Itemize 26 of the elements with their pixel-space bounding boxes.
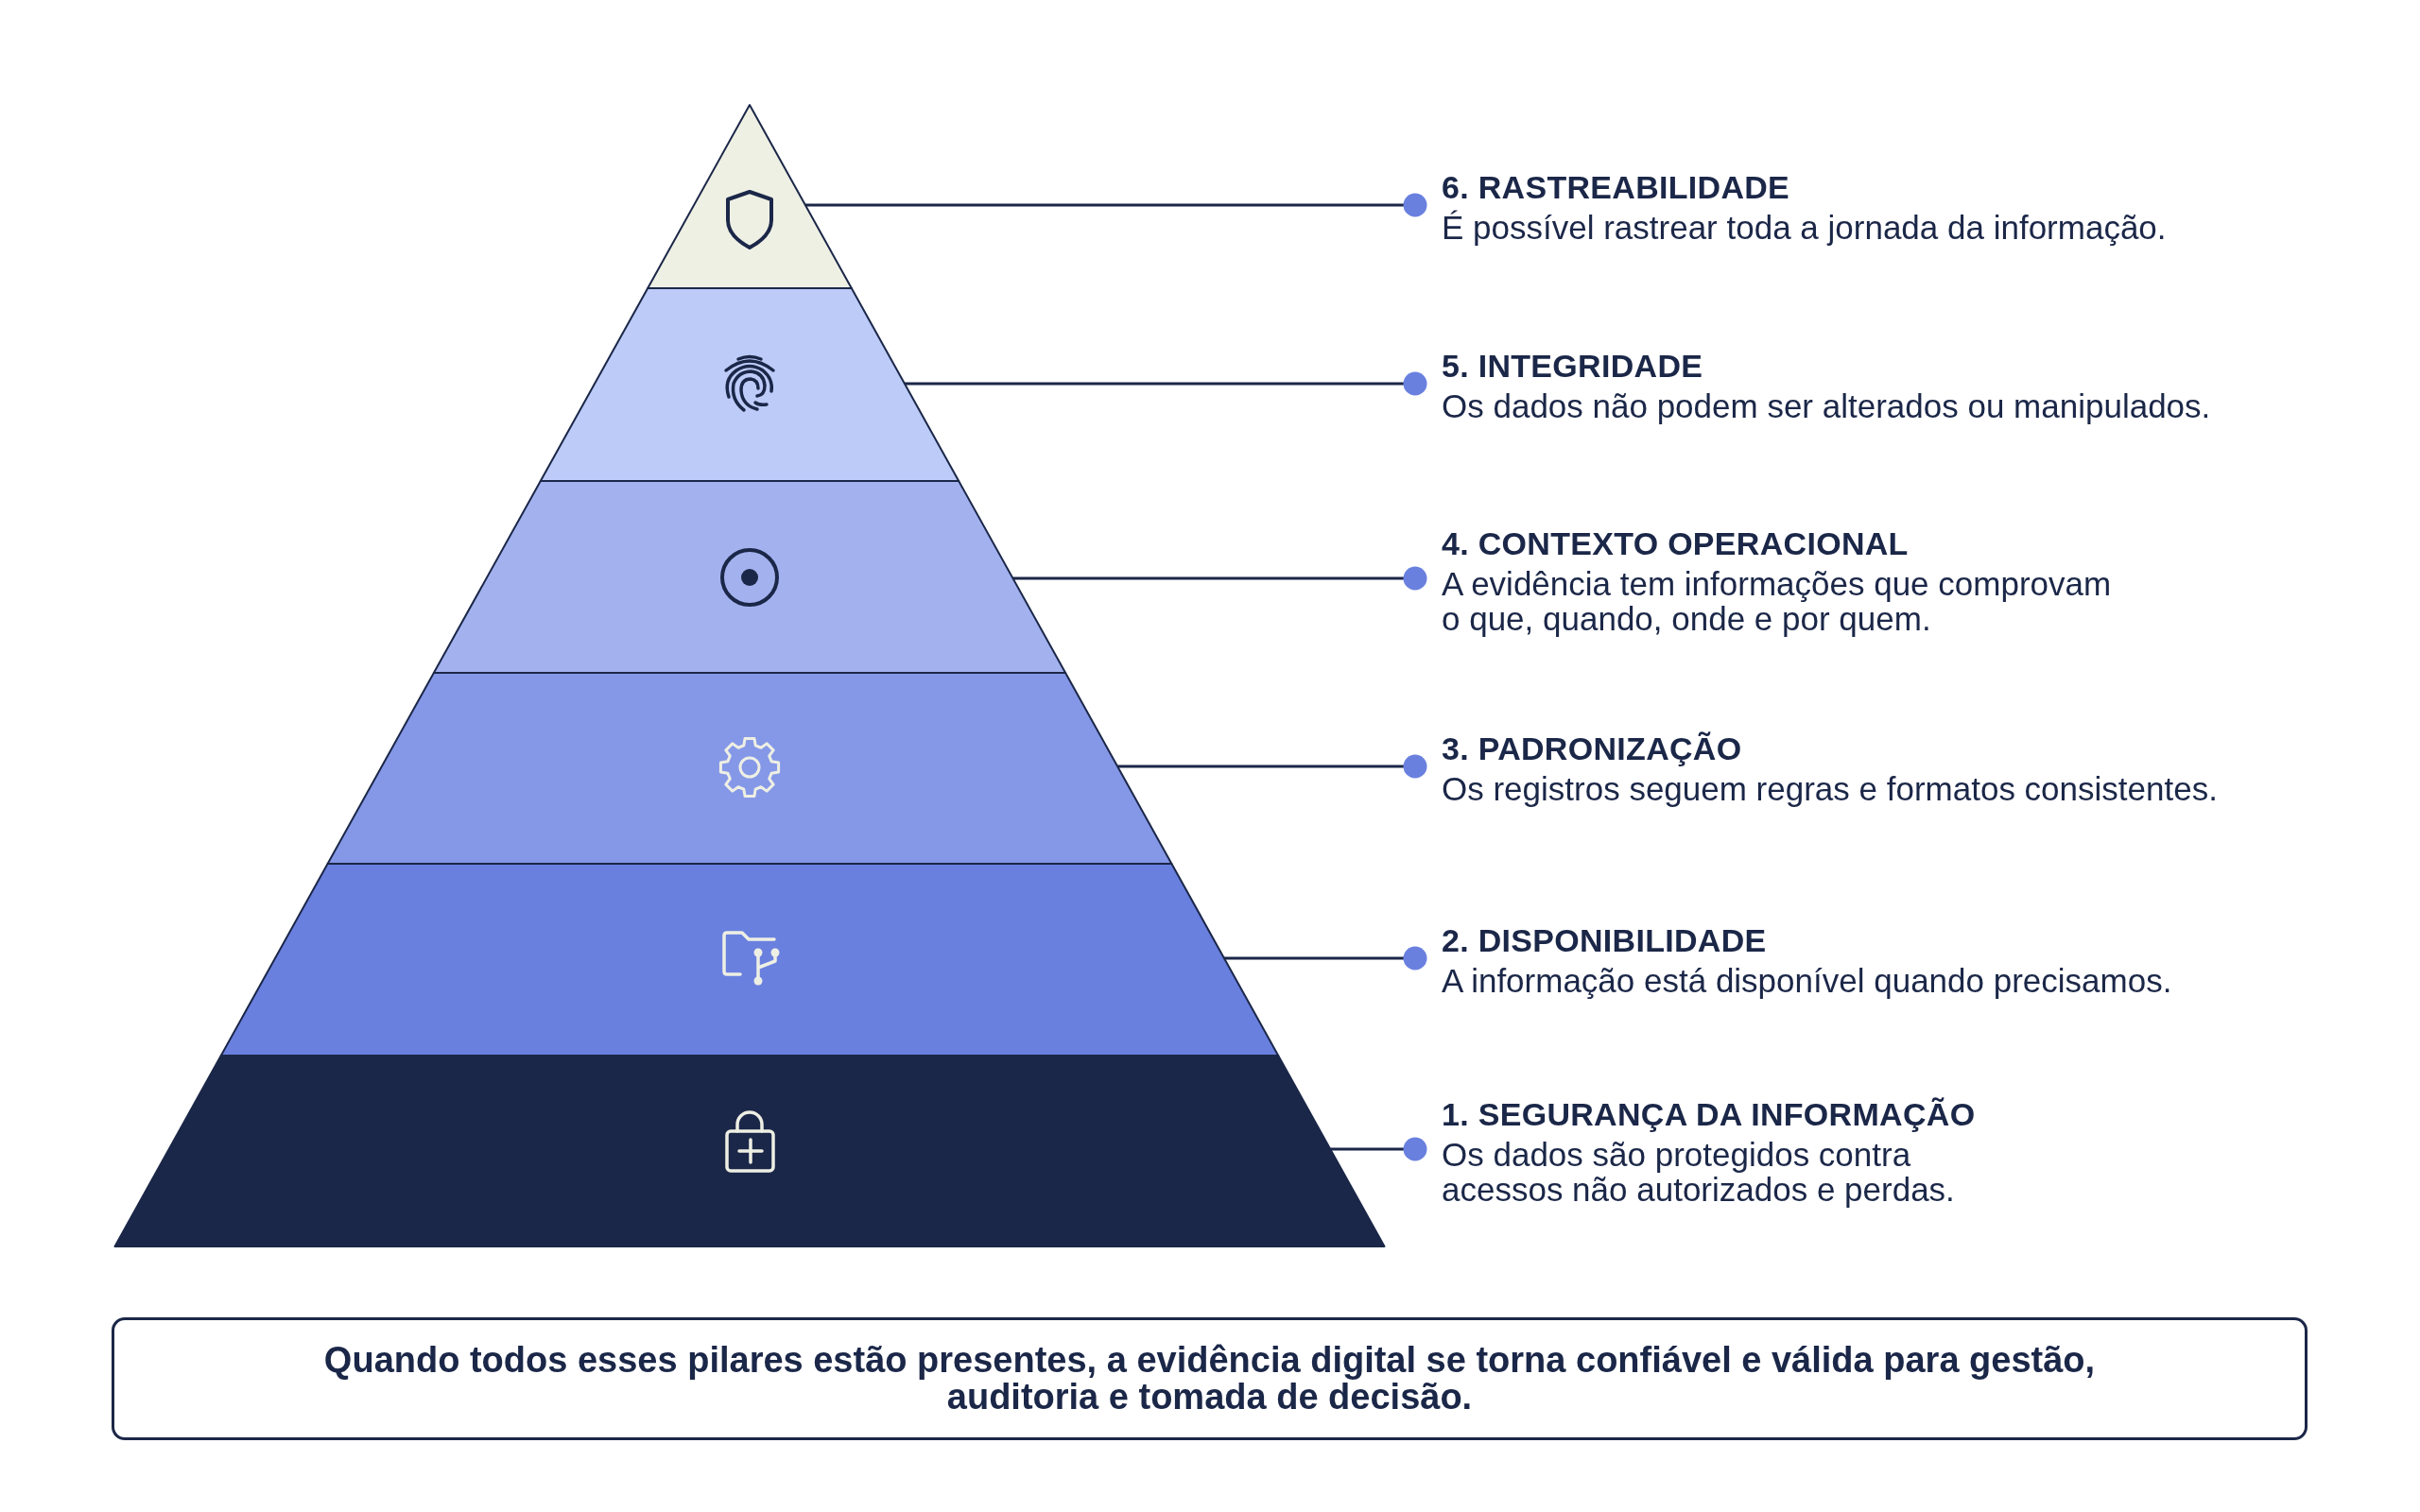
leader-line [1117,754,1427,779]
pillar-title: 5. INTEGRIDADE [1442,347,1703,385]
leader-line [1224,946,1427,971]
pillar-description: Os registros seguem regras e formatos consistentes. [1442,771,2218,806]
pyramid-tier [432,480,1067,674]
leader-line [905,371,1427,396]
summary-panel [112,1317,2308,1440]
summary-text: Quando todos esses pilares estão presentes, a evidência digital se torna confiável e válida para gestão, auditoria e tomada de decisão. [322,1342,2097,1416]
pyramid-tier [219,863,1280,1057]
pillar-title: 1. SEGURANÇA DA INFORMAÇÃO [1442,1095,1976,1133]
pillar-title: 3. PADRONIZAÇÃO [1442,730,1742,767]
pyramid-tier [113,1055,1386,1247]
pyramid-tier [326,672,1173,865]
pillar-title: 6. RASTREABILIDADE [1442,168,1790,206]
pillar-description: É possível rastrear toda a jornada da informação. [1442,210,2167,245]
pillar-title: 4. CONTEXTO OPERACIONAL [1442,524,1909,562]
pillar-description: Os dados não podem ser alterados ou manipulados. [1442,388,2211,423]
leader-line [804,193,1427,217]
pyramid-top [647,104,853,289]
pillar-description: A informação está disponível quando precisamos. [1442,963,2172,998]
leader-line [1330,1137,1427,1161]
leader-line [1012,566,1427,591]
pillar-description: Os dados são protegidos contra acessos não autorizados e perdas. [1442,1137,1956,1207]
pillar-title: 2. DISPONIBILIDADE [1442,921,1767,959]
pyramid-tier [539,287,960,482]
pillar-description: A evidência tem informações que comprovam o que, quando, onde e por quem. [1442,566,2113,636]
